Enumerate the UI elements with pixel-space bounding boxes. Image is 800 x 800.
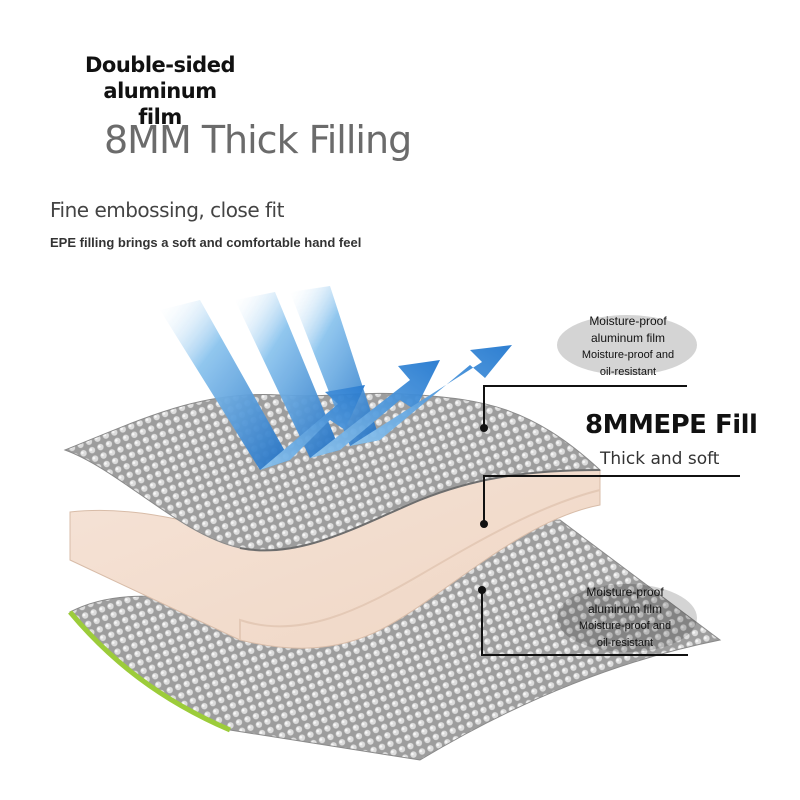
film-heading-line2: film bbox=[138, 105, 182, 129]
leader-dot-bottom bbox=[478, 586, 486, 594]
leader-line-top bbox=[483, 385, 687, 428]
top-foil-layer bbox=[63, 392, 602, 552]
fill-label-subtitle: Thick and soft bbox=[600, 449, 720, 469]
leader-line-fill bbox=[483, 475, 740, 524]
leader-dot-fill bbox=[480, 520, 488, 528]
bottom-film-label-line3: Moisture-proof and bbox=[578, 620, 672, 632]
bottom-film-label: Moisture-proof aluminum film Moisture-pr… bbox=[566, 584, 684, 652]
leader-dots bbox=[478, 424, 488, 594]
label-shadows bbox=[557, 315, 697, 652]
top-film-label-line2: aluminum film bbox=[590, 331, 665, 345]
description: EPE filling brings a soft and comfortabl… bbox=[50, 235, 362, 250]
fill-label-title: 8MMEPE Fill bbox=[585, 410, 758, 440]
subtitle: Fine embossing, close fit bbox=[50, 198, 284, 222]
film-heading-line1: Double-sided aluminum bbox=[84, 53, 236, 103]
airflow-arrows bbox=[160, 286, 512, 470]
bottom-film-label-line1: Moisture-proof bbox=[586, 585, 664, 599]
top-film-label-line3: Moisture-proof and bbox=[581, 349, 675, 361]
leader-line-bottom bbox=[481, 590, 688, 656]
top-film-label-line4: oil-resistant bbox=[599, 366, 657, 378]
top-film-label: Moisture-proof aluminum film Moisture-pr… bbox=[568, 313, 688, 381]
leader-lines bbox=[481, 385, 740, 656]
bottom-film-label-line4: oil-resistant bbox=[596, 637, 654, 649]
main-heading: 8MM Thick Filling bbox=[104, 118, 412, 162]
bottom-film-label-line2: aluminum film bbox=[587, 602, 662, 616]
film-heading: Double-sided aluminum film bbox=[55, 52, 265, 130]
top-film-label-line1: Moisture-proof bbox=[589, 314, 667, 328]
leader-dot-top bbox=[480, 424, 488, 432]
